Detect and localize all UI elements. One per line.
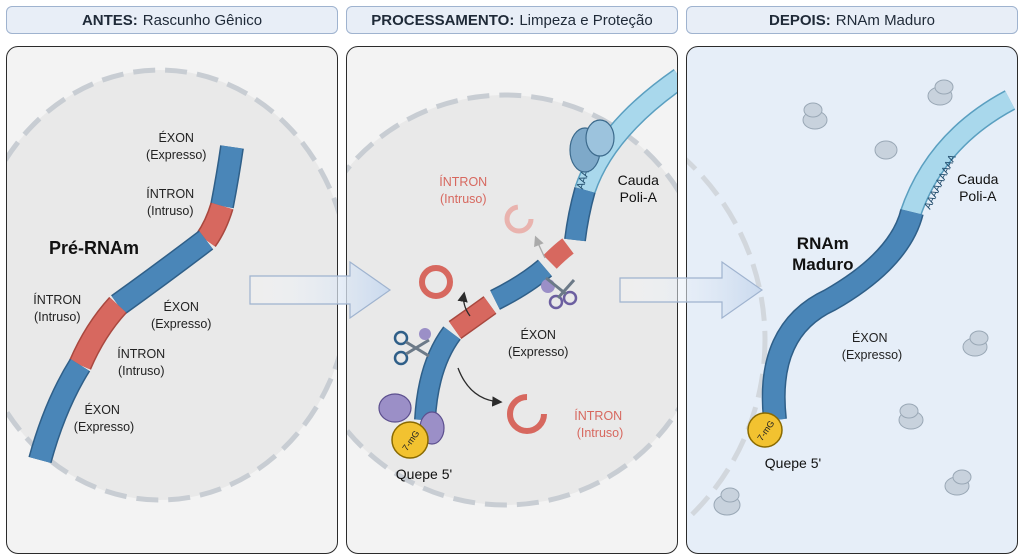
- five-prime-cap: [391, 421, 429, 459]
- poly-a-polymerase: [569, 119, 615, 173]
- svg-text:ÉXON (Expresso) ÍN: ÉXON (Expresso) ÍNTRON (Intruso) ÍNTRON …: [33, 130, 215, 434]
- header-antes: ANTES: Rascunho Gênico: [6, 6, 338, 34]
- header-processamento-bold: PROCESSAMENTO:: [371, 11, 515, 29]
- svg-text:RNAm Maduro Cauda: RNAm Maduro Cauda Poli-A ÉXON (Expresso): [792, 171, 1003, 362]
- poly-a-tail: [575, 70, 677, 194]
- intron-sublabel: (Intruso): [440, 192, 487, 206]
- exon-sublabel: (Expresso): [842, 348, 902, 362]
- exon-segment: [111, 231, 213, 314]
- transition-arrow: [249, 260, 392, 320]
- tail-sublabel: Poli-A: [620, 189, 658, 205]
- exon-sublabel: (Expresso): [508, 345, 568, 359]
- svg-text:ÍNTRON (Intruso) C: ÍNTRON (Intruso) Cauda Poli-A ÉXON (Expr…: [439, 172, 662, 440]
- exon-segment: [211, 145, 243, 208]
- exon-label: ÉXON: [164, 299, 199, 314]
- mature-mrna-title: RNAm: [797, 234, 849, 253]
- intron-label: ÍNTRON: [117, 346, 165, 361]
- intron-segment: [197, 202, 233, 247]
- pre-mrna-strand: [28, 145, 244, 464]
- panel-depois-art: AAAAAAAAA 7-mG Quepe 5' RNAm Maduro Caud…: [687, 79, 1016, 553]
- ribosome-icon: [713, 79, 989, 516]
- intron-lariat: [419, 265, 453, 299]
- intron-segment: [543, 238, 574, 269]
- release-arrow: [457, 367, 503, 407]
- release-arrow: [534, 235, 546, 259]
- intron-sublabel: (Intruso): [118, 364, 165, 378]
- panel-antes-art: Pré-RNAm ÉXON (Expresso) ÍNTRON (Intruso…: [7, 67, 337, 503]
- exon-segment: [29, 359, 89, 463]
- tail-sublabel: Poli-A: [959, 188, 997, 204]
- intron-label: ÍNTRON: [33, 292, 81, 307]
- five-prime-cap: [747, 412, 783, 448]
- exon-segment: [763, 209, 923, 422]
- scissors-icon: [541, 276, 578, 310]
- intron-sublabel: (Intruso): [577, 426, 624, 440]
- exon-label: ÉXON: [852, 330, 887, 345]
- poly-a-tail: [900, 91, 1015, 219]
- transition-arrow: [619, 260, 764, 320]
- intron-segment: [449, 297, 496, 338]
- exon-segment: [565, 187, 595, 242]
- mature-mrna-title: Maduro: [792, 255, 853, 274]
- cap-label: Quepe 5': [396, 466, 452, 482]
- exon-sublabel: (Expresso): [151, 317, 211, 331]
- exon-sublabel: (Expresso): [74, 420, 134, 434]
- panel-processamento-art: AAAAAAAAA 7-mG Quepe 5': [347, 68, 677, 508]
- nuclear-envelope: [687, 92, 768, 553]
- intron-segment: [70, 297, 126, 370]
- intron-label: ÍNTRON: [439, 174, 487, 189]
- release-arrow: [457, 291, 471, 317]
- intron-sublabel: (Intruso): [147, 204, 194, 218]
- intron-lariat: [507, 394, 547, 434]
- intron-label: ÍNTRON: [574, 408, 622, 423]
- exon-label: ÉXON: [85, 402, 120, 417]
- header-processamento-text: Limpeza e Proteção: [519, 11, 653, 29]
- tail-label: Cauda: [618, 172, 659, 188]
- tail-label: Cauda: [957, 171, 998, 187]
- exon-sublabel: (Expresso): [146, 148, 206, 162]
- intron-label: ÍNTRON: [146, 186, 194, 201]
- header-depois: DEPOIS: RNAm Maduro: [686, 6, 1018, 34]
- header-depois-text: RNAm Maduro: [835, 11, 935, 29]
- exon-segment: [490, 260, 552, 309]
- scissors-icon: [393, 328, 431, 366]
- exon-label: ÉXON: [159, 130, 194, 145]
- exon-label: ÉXON: [521, 327, 556, 342]
- intron-lariat: [504, 204, 534, 234]
- header-depois-bold: DEPOIS:: [769, 11, 831, 29]
- exon-segment: [415, 327, 460, 421]
- pre-mrna-title: Pré-RNAm: [49, 238, 139, 258]
- header-antes-bold: ANTES:: [81, 11, 138, 29]
- intron-sublabel: (Intruso): [34, 310, 81, 324]
- cap-label: Quepe 5': [765, 455, 821, 471]
- header-antes-text: Rascunho Gênico: [142, 11, 263, 29]
- header-processamento: PROCESSAMENTO: Limpeza e Proteção: [346, 6, 678, 34]
